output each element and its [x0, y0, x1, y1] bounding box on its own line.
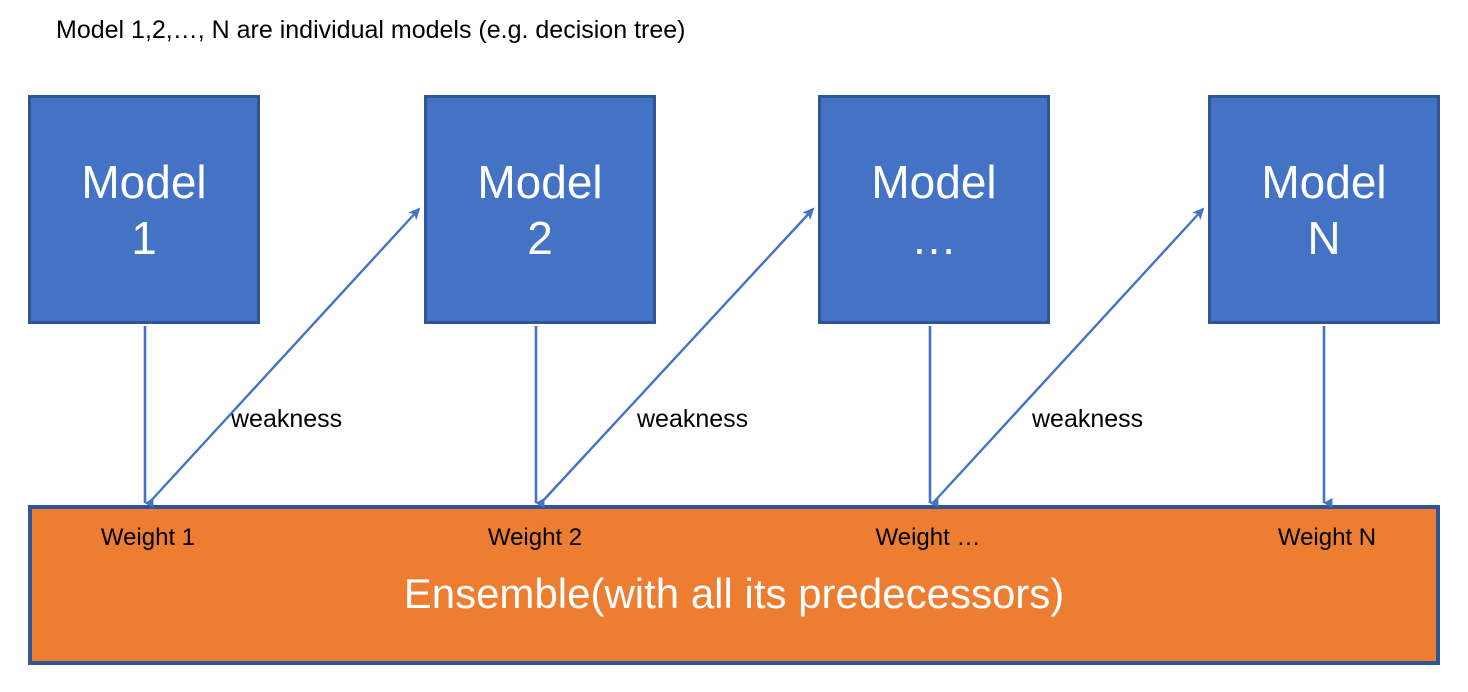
model-box-2[interactable]: Model 2 — [424, 95, 656, 324]
model-box-3-line1: Model — [871, 155, 997, 208]
model-box-3[interactable]: Model … — [818, 95, 1050, 324]
model-box-2-line1: Model — [477, 155, 603, 208]
model-box-4[interactable]: Model N — [1208, 95, 1440, 324]
model-box-1[interactable]: Model 1 — [28, 95, 260, 324]
weight-label-1: Weight 1 — [100, 524, 196, 551]
weight-label-2: Weight 2 — [487, 524, 583, 551]
model-box-4-line1: Model — [1261, 155, 1387, 208]
model-box-1-line2: 1 — [131, 211, 157, 264]
weakness-label-2: weakness — [637, 405, 749, 433]
ensemble-title: Ensemble(with all its predecessors) — [403, 570, 1065, 617]
weakness-label-3: weakness — [1032, 405, 1144, 433]
weight-label-3: Weight … — [875, 524, 981, 551]
model-box-1-line1: Model — [81, 155, 207, 208]
weakness-label-1: weakness — [231, 405, 343, 433]
caption-text: Model 1,2,…, N are individual models (e.… — [56, 16, 686, 44]
model-box-4-line2: N — [1307, 211, 1341, 264]
model-box-3-line2: … — [911, 211, 957, 264]
ensemble-bar[interactable]: Ensemble(with all its predecessors) — [28, 505, 1440, 665]
weight-label-4: Weight N — [1277, 524, 1377, 551]
model-box-2-line2: 2 — [527, 211, 553, 264]
